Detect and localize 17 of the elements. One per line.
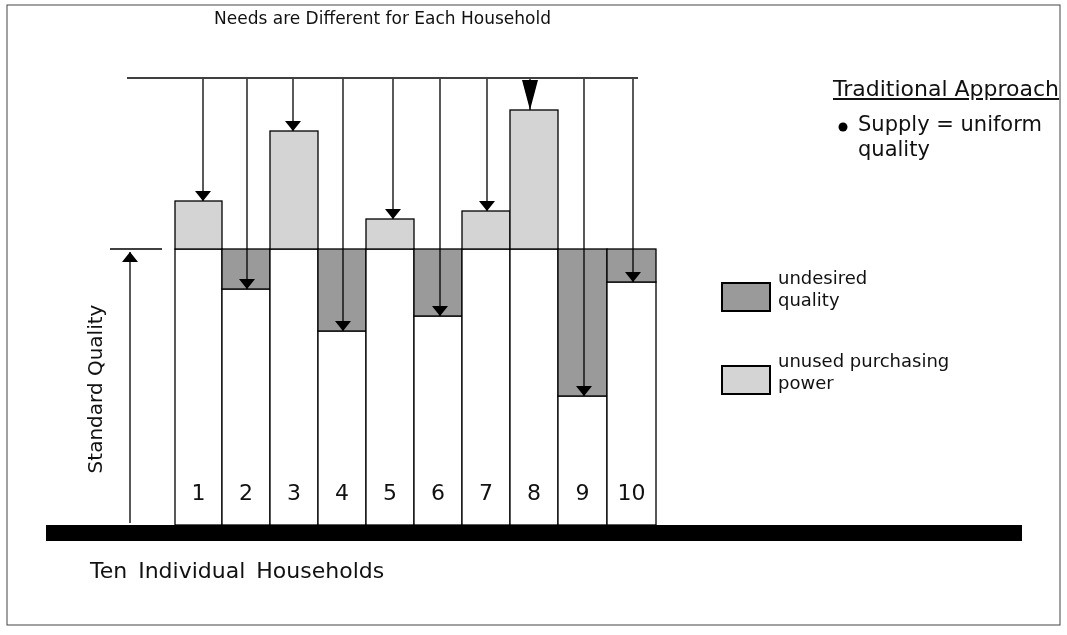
bar-number: 10 <box>616 480 647 507</box>
axis-label: Standard Quality <box>83 303 107 476</box>
legend-text: undesired quality <box>778 267 869 311</box>
legend-text: unused purchasing power <box>778 350 951 394</box>
bullet-text: Supply = uniform quality <box>858 112 1043 163</box>
bar-number: 2 <box>238 480 254 507</box>
bar-number: 6 <box>430 480 446 507</box>
bar-number: 8 <box>526 480 542 507</box>
heading: Traditional Approach <box>833 76 1060 103</box>
bar-number: 5 <box>382 480 398 507</box>
bar-number: 7 <box>478 480 494 507</box>
heading: Needs are Different for Each Household <box>213 8 552 29</box>
bar-number: 9 <box>574 480 591 507</box>
bar-number: 3 <box>286 480 302 507</box>
bar-number: 1 <box>190 480 207 507</box>
axis-label: Ten Individual Households <box>90 558 385 585</box>
bar-number: 4 <box>334 480 350 507</box>
